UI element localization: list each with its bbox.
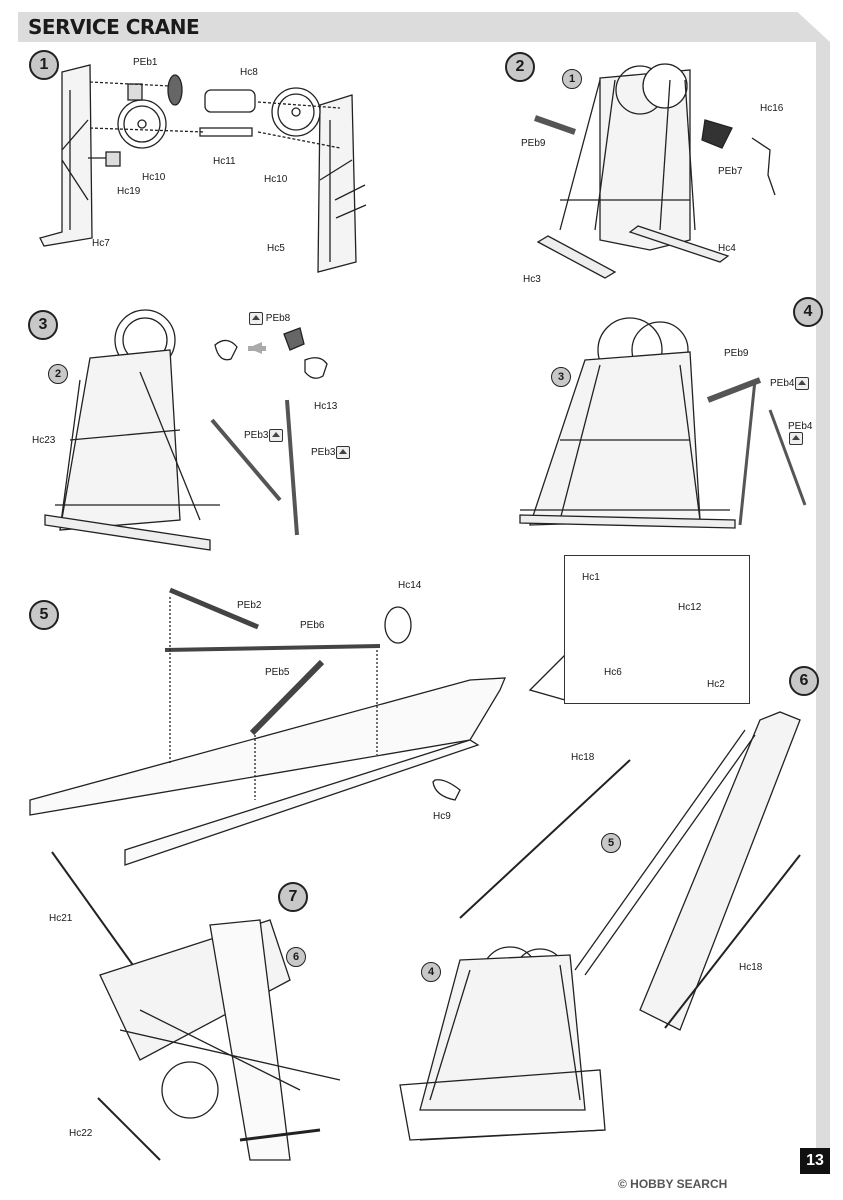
part-label-peb4: PEb4 — [770, 377, 810, 390]
part-label-hc5: Hc5 — [267, 243, 285, 254]
step-2-badge: 2 — [505, 52, 535, 82]
part-label-hc2: Hc2 — [707, 679, 725, 690]
section-header: SERVICE CRANE — [18, 12, 830, 42]
part-label-hc4: Hc4 — [718, 243, 736, 254]
part-label-peb4-text: PEb4 — [770, 378, 795, 390]
step5-drawing — [29, 587, 566, 866]
part-label-hc8: Hc8 — [240, 67, 258, 78]
step-4-badge: 4 — [793, 297, 823, 327]
step-5-badge: 5 — [29, 600, 59, 630]
part-label-peb9: PEb9 — [724, 348, 749, 359]
step4-drawing — [519, 317, 807, 529]
part-label-hc18: Hc18 — [739, 962, 763, 973]
part-label-hc10: Hc10 — [264, 174, 288, 185]
part-label-hc9: Hc9 — [433, 811, 451, 822]
step1-drawing — [39, 64, 367, 273]
step6-drawing — [399, 711, 801, 1141]
part-label-peb3: PEb3 — [244, 429, 284, 442]
part-label-peb8: PEb8 — [248, 312, 290, 325]
step-7-badge: 7 — [278, 882, 308, 912]
part-label-peb5: PEb5 — [265, 667, 290, 678]
side-bar — [816, 42, 830, 1162]
photo-etch-icon — [795, 377, 810, 390]
part-label-peb8-text: PEb8 — [265, 313, 291, 325]
part-label-hc1: Hc1 — [582, 572, 600, 583]
photo-etch-icon — [269, 429, 284, 442]
photo-etch-icon — [789, 432, 803, 445]
part-label-peb4-text: PEb4 — [788, 421, 813, 432]
part-label-peb1: PEb1 — [133, 57, 158, 68]
part-label-hc18: Hc18 — [571, 752, 595, 763]
step-6-badge: 6 — [789, 666, 819, 696]
part-label-hc23: Hc23 — [32, 435, 56, 446]
step3-drawing — [44, 309, 328, 551]
ref-step6-in-step7: 6 — [286, 947, 306, 967]
part-label-hc21: Hc21 — [49, 913, 73, 924]
part-label-peb3-text: PEb3 — [311, 447, 336, 459]
part-label-hc11: Hc11 — [213, 156, 236, 167]
detail-inset-box — [564, 555, 750, 704]
part-label-peb7: PEb7 — [718, 166, 743, 177]
ref-step1-in-step2: 1 — [562, 69, 582, 89]
ref-step2-in-step3: 2 — [48, 364, 68, 384]
part-label-hc13: Hc13 — [314, 401, 338, 412]
part-label-hc14: Hc14 — [398, 580, 422, 591]
part-label-peb3-text: PEb3 — [244, 430, 269, 442]
step-3-badge: 3 — [28, 310, 58, 340]
part-label-hc3: Hc3 — [523, 274, 541, 285]
part-label-peb4: PEb4 — [788, 421, 812, 445]
step2-drawing — [534, 63, 776, 279]
page-number: 13 — [800, 1148, 830, 1174]
step-1-badge: 1 — [29, 50, 59, 80]
part-label-hc22: Hc22 — [69, 1128, 93, 1139]
part-label-peb3: PEb3 — [311, 446, 351, 459]
step7-drawing — [51, 851, 341, 1161]
watermark-text: © HOBBY SEARCH — [618, 1177, 728, 1191]
part-label-hc16: Hc16 — [760, 103, 784, 114]
ref-step5-in-step6: 5 — [601, 833, 621, 853]
part-label-hc12: Hc12 — [678, 602, 702, 613]
part-label-hc10: Hc10 — [142, 172, 166, 183]
part-label-peb6: PEb6 — [300, 620, 325, 631]
ref-step4-in-step6: 4 — [421, 962, 441, 982]
part-label-peb2: PEb2 — [237, 600, 262, 611]
photo-etch-icon — [336, 446, 351, 459]
part-label-peb9: PEb9 — [521, 138, 546, 149]
section-title: SERVICE CRANE — [28, 15, 200, 39]
photo-etch-icon — [249, 312, 263, 325]
part-label-hc7: Hc7 — [92, 238, 110, 249]
part-label-hc19: Hc19 — [117, 186, 141, 197]
part-label-hc6: Hc6 — [604, 667, 622, 678]
ref-step3-in-step4: 3 — [551, 367, 571, 387]
